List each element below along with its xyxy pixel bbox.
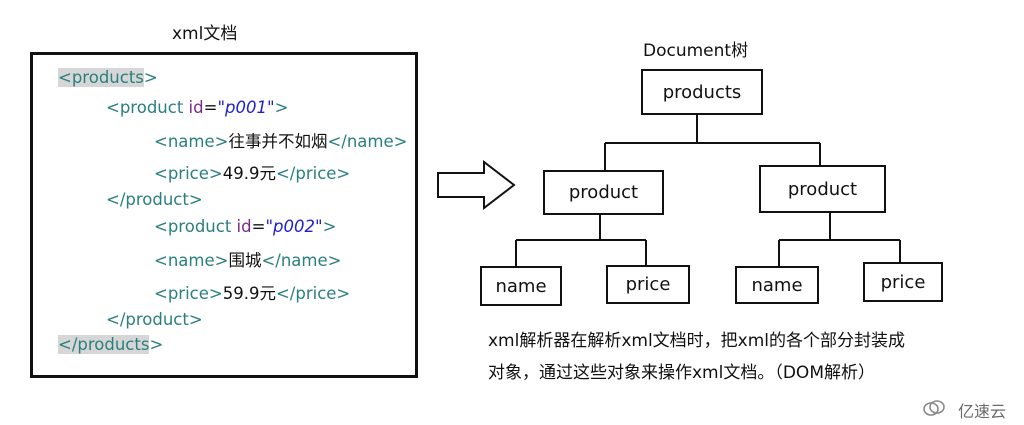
- xml-tag: </product: [106, 190, 189, 209]
- xml-text: 围城: [228, 251, 262, 270]
- xml-text: 49.9元: [222, 164, 276, 183]
- xml-line: </products>: [58, 335, 163, 354]
- xml-tag-close: >: [208, 164, 223, 183]
- xml-tag: <price: [154, 164, 209, 183]
- xml-tag: </product: [106, 310, 189, 329]
- xml-tag-close: >: [149, 335, 164, 354]
- tree-node-name-left: name: [480, 266, 562, 306]
- xml-tag-close: >: [322, 217, 337, 236]
- xml-line: </product>: [106, 310, 203, 329]
- xml-tag: <price: [154, 284, 209, 303]
- xml-attr-eq: =: [251, 217, 266, 236]
- xml-attr-eq: =: [203, 98, 218, 117]
- xml-attr-name: id: [231, 217, 252, 236]
- xml-text: 往事并不如烟: [228, 132, 328, 151]
- document-tree-title: Document树: [643, 41, 749, 61]
- xml-tag-close: >: [188, 310, 203, 329]
- xml-tag-close: >: [214, 251, 229, 270]
- xml-tag: </products: [58, 335, 150, 354]
- xml-line: <products>: [58, 68, 158, 87]
- xml-end-tag: </name>: [261, 251, 342, 270]
- xml-document-title: xml文档: [172, 24, 238, 44]
- xml-line: <name>围城</name>: [154, 247, 341, 271]
- xml-line: <product id="p002">: [154, 217, 336, 236]
- xml-tag-close: >: [214, 132, 229, 151]
- xml-tag: <name: [154, 132, 215, 151]
- xml-line: <price>59.9元</price>: [154, 280, 350, 304]
- xml-tag: <product: [106, 98, 184, 117]
- xml-end-tag: </name>: [327, 132, 408, 151]
- tree-node-price-left: price: [606, 265, 690, 304]
- tree-node-product-left: product: [543, 170, 664, 215]
- xml-tag-close: >: [143, 68, 158, 87]
- xml-line: <price>49.9元</price>: [154, 160, 350, 184]
- right-arrow-icon: [437, 160, 516, 210]
- xml-end-tag: </price>: [275, 284, 351, 303]
- xml-attr-value: "p002": [265, 217, 323, 236]
- xml-tag: <product: [154, 217, 232, 236]
- xml-end-tag: </price>: [275, 164, 351, 183]
- xml-tag-close: >: [188, 190, 203, 209]
- tree-node-products: products: [641, 69, 763, 115]
- xml-text: 59.9元: [222, 284, 276, 303]
- xml-code-box: [30, 52, 418, 378]
- xml-line: <name>往事并不如烟</name>: [154, 128, 407, 152]
- xml-attr-name: id: [183, 98, 204, 117]
- xml-tag: <products: [58, 68, 144, 87]
- xml-tag-close: >: [274, 98, 289, 117]
- description-line-1: xml解析器在解析xml文档时，把xml的各个部分封装成: [488, 331, 906, 351]
- tree-node-product-right: product: [759, 165, 886, 213]
- xml-line: </product>: [106, 190, 203, 209]
- description-line-2: 对象，通过这些对象来操作xml文档。（DOM解析）: [488, 363, 875, 383]
- xml-attr-value: "p001": [217, 98, 275, 117]
- xml-line: <product id="p001">: [106, 98, 288, 117]
- xml-tag-close: >: [208, 284, 223, 303]
- watermark-text: 亿速云: [957, 402, 1006, 421]
- xml-tag: <name: [154, 251, 215, 270]
- tree-node-price-right: price: [863, 262, 943, 302]
- logo-icon: [923, 400, 945, 416]
- tree-node-name-right: name: [735, 266, 819, 304]
